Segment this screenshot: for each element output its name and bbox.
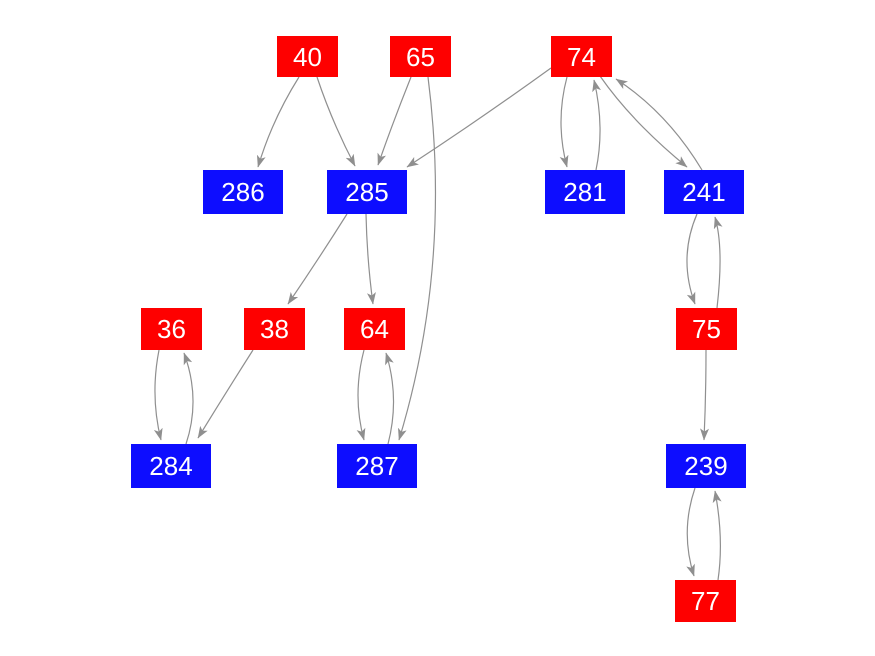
edge-74-281 (559, 76, 569, 168)
graph-node-239: 239 (666, 444, 746, 488)
edge-281-74 (592, 79, 602, 171)
graph-node-75: 75 (676, 308, 737, 350)
graph-node-36: 36 (141, 308, 202, 350)
edge-36-284 (153, 349, 163, 441)
graph-node-281: 281 (545, 170, 625, 214)
edge-74-241 (599, 75, 688, 168)
edge-40-286 (256, 76, 300, 168)
edge-64-287 (356, 349, 366, 441)
edge-74-285 (406, 67, 552, 168)
graph-node-287: 287 (337, 444, 417, 488)
graph-node-241: 241 (664, 170, 744, 214)
graph-node-65: 65 (390, 36, 451, 77)
graph-node-77: 77 (675, 580, 736, 622)
edge-239-77 (686, 487, 696, 577)
graph-node-40: 40 (277, 36, 338, 77)
edge-38-284 (197, 349, 254, 439)
graph-node-38: 38 (244, 308, 305, 350)
graph-node-64: 64 (344, 308, 405, 350)
graph-node-74: 74 (551, 36, 612, 77)
edge-241-74 (615, 78, 703, 171)
edge-75-239 (700, 349, 710, 441)
edge-77-239 (712, 490, 722, 581)
graph-node-284: 284 (131, 444, 211, 488)
edge-287-64 (385, 352, 395, 445)
edge-40-285 (316, 76, 356, 167)
edge-285-64 (365, 213, 376, 305)
graph-node-286: 286 (203, 170, 283, 214)
edge-241-75 (686, 213, 698, 305)
edge-285-38 (287, 213, 348, 305)
edges-group (153, 67, 723, 581)
edge-65-285 (377, 76, 412, 166)
edge-75-241 (713, 216, 723, 309)
edge-65-287 (398, 76, 437, 441)
edge-284-36 (183, 352, 194, 445)
graph-node-285: 285 (327, 170, 407, 214)
